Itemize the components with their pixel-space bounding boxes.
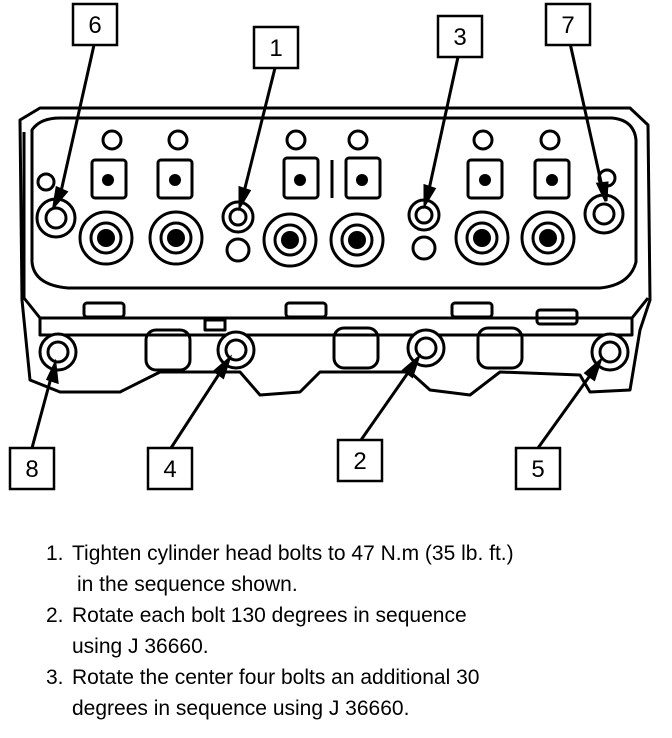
- bolt-8: [38, 332, 78, 372]
- cylinder-head-drawing: [18, 106, 652, 397]
- step-3-line-2: degrees in sequence using J 36660.: [72, 697, 410, 720]
- callout-6: 6: [71, 2, 119, 47]
- callout-1-label: 1: [269, 35, 282, 62]
- step-1-line-2: in the sequence shown.: [77, 573, 298, 596]
- step-1: 1. Tighten cylinder head bolts to 47 N.m…: [46, 538, 646, 600]
- callout-5: 5: [514, 446, 562, 491]
- bolt-7: [583, 193, 625, 235]
- callout-7: 7: [544, 2, 592, 47]
- step-1-line-1: Tighten cylinder head bolts to 47 N.m (3…: [72, 542, 514, 565]
- callout-5-label: 5: [531, 456, 544, 483]
- callout-8-label: 8: [25, 456, 38, 483]
- step-2-number: 2.: [46, 604, 64, 627]
- callout-8: 8: [8, 446, 56, 491]
- step-1-number: 1.: [46, 542, 64, 565]
- step-2-line-1: Rotate each bolt 130 degrees in sequence: [72, 604, 467, 627]
- step-3-line-1: Rotate the center four bolts an addition…: [72, 666, 480, 689]
- callout-3-label: 3: [453, 24, 466, 51]
- step-2: 2. Rotate each bolt 130 degrees in seque…: [46, 600, 646, 662]
- callout-4-label: 4: [163, 456, 176, 483]
- step-2-line-2: using J 36660.: [72, 635, 209, 658]
- cylinder-head-diagram: 6 1 3 7 8 4 2 5: [8, 2, 652, 491]
- step-3-number: 3.: [46, 666, 64, 689]
- leader-arrows: [30, 42, 609, 449]
- bolt-1: [221, 200, 255, 234]
- callout-3: 3: [436, 14, 484, 59]
- bore-fill: [97, 174, 558, 249]
- callout-1: 1: [252, 25, 300, 70]
- torque-instructions: 1. Tighten cylinder head bolts to 47 N.m…: [46, 538, 646, 724]
- callout-7-label: 7: [561, 12, 574, 39]
- step-3: 3. Rotate the center four bolts an addit…: [46, 662, 646, 724]
- callout-4: 4: [146, 446, 194, 491]
- callout-6-label: 6: [88, 12, 101, 39]
- callout-2: 2: [336, 438, 384, 483]
- callout-2-label: 2: [353, 448, 366, 475]
- bolt-6: [35, 197, 77, 239]
